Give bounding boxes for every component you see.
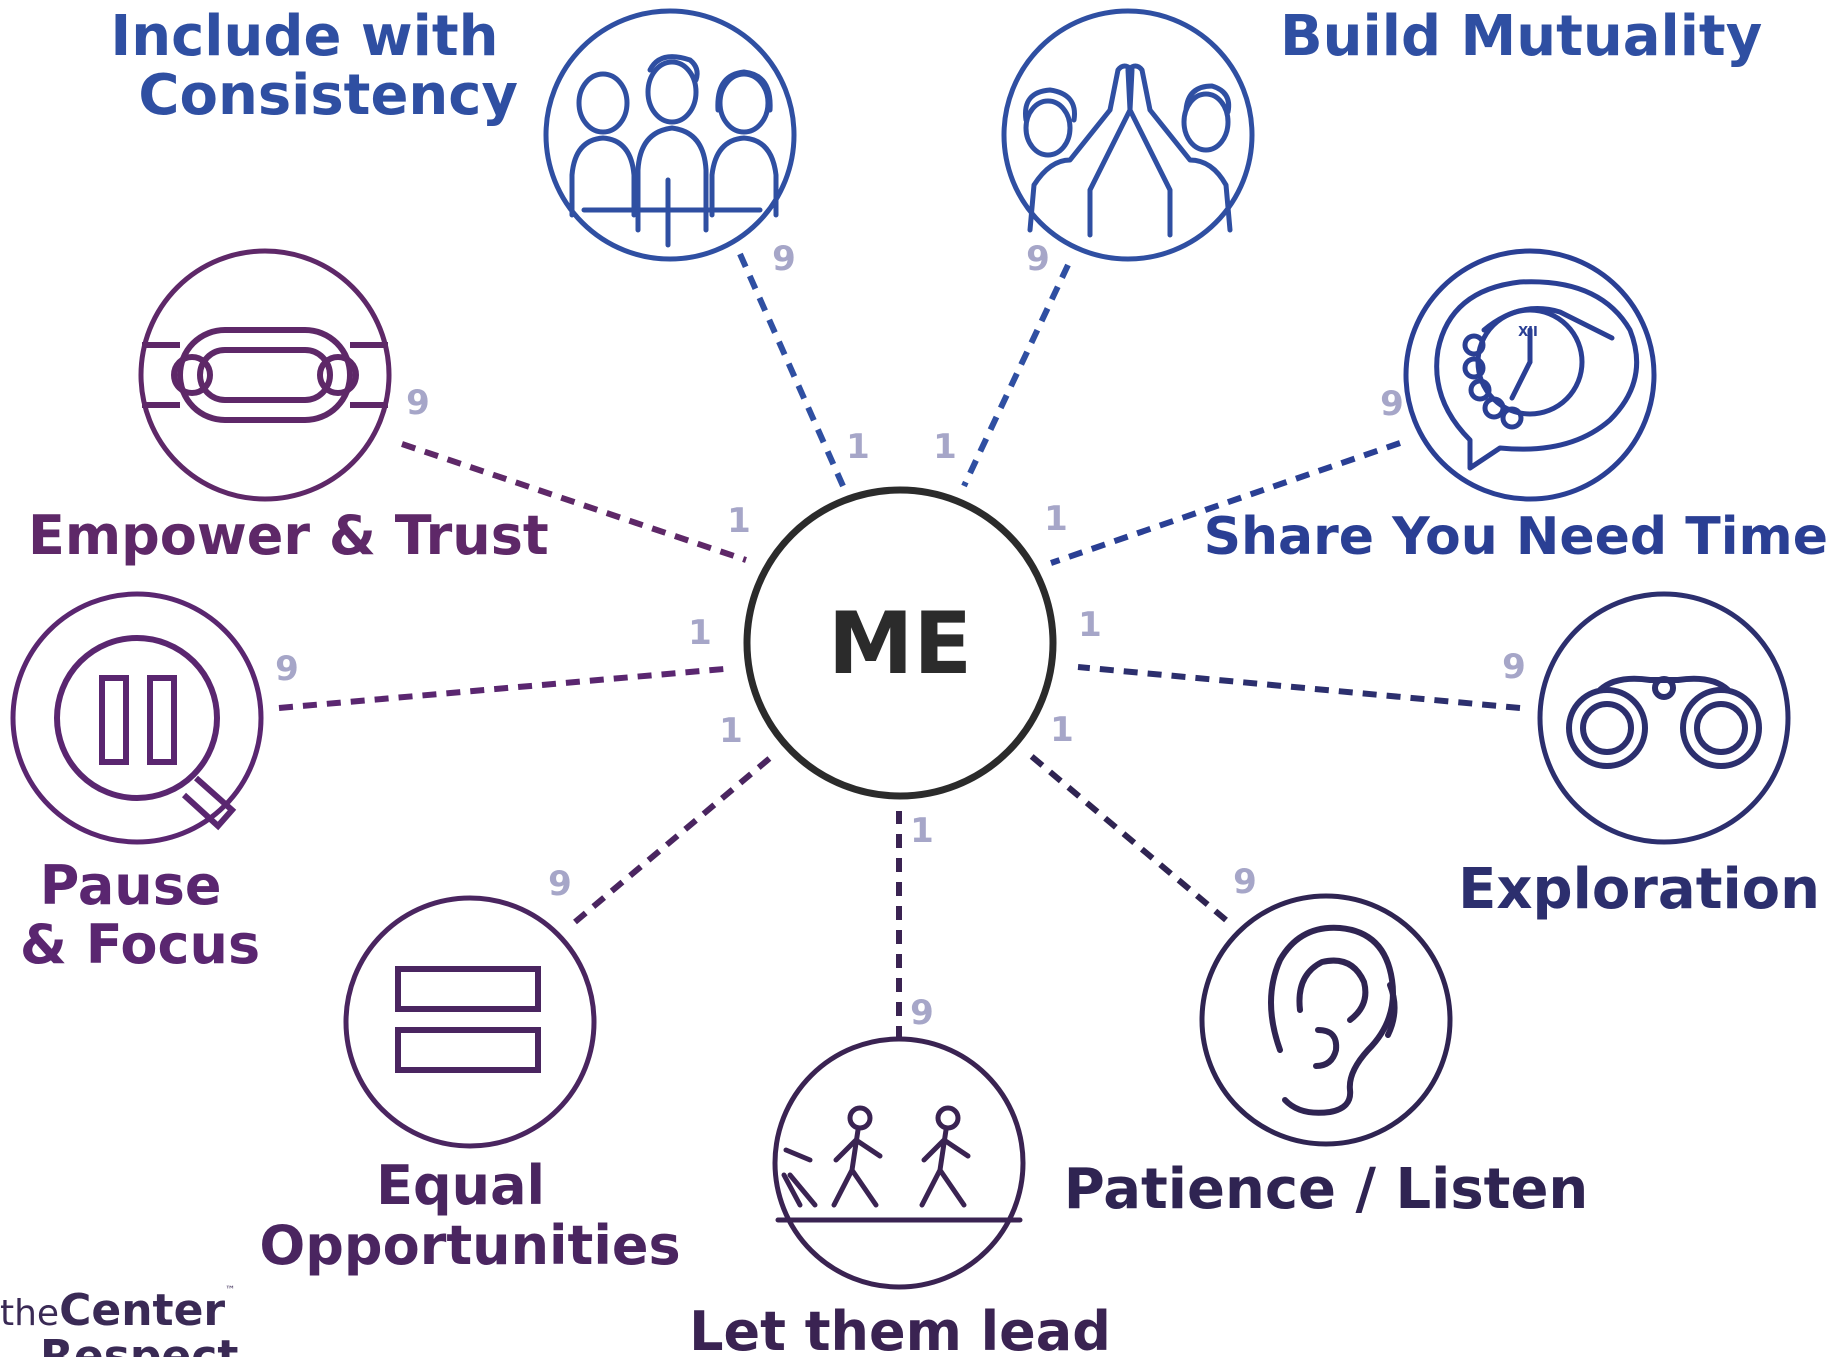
scale-outer-equal: 9 [548,864,572,904]
empower-title: Empower & Trust [28,504,549,567]
node-equal: Equal Opportunities [259,895,681,1277]
time-ring [1403,248,1657,502]
empower-ring [138,248,392,502]
scale-inner-lead: 1 [910,811,934,851]
exploration-ring [1537,591,1791,845]
exploration-title: Exploration [1458,857,1820,922]
scale-outer-exploration: 9 [1502,647,1526,687]
node-time: XII Share You Need Time [1204,248,1828,567]
scale-inner-pause: 1 [688,613,712,653]
ear-icon [1268,924,1398,1116]
equals-sign-icon [395,966,541,1073]
scale-inner-include: 1 [846,427,870,467]
scale-outer-numbers: 9 9 9 9 9 9 9 9 9 [275,239,1526,1033]
connector-lines [278,252,1521,1040]
scale-inner-equal: 1 [719,711,743,751]
connector-include [737,252,846,488]
scale-inner-patience: 1 [1050,710,1074,750]
svg-text:Equal Opportunities: Equal Opportunities [259,1154,680,1277]
lead-title: Let them lead [689,1300,1111,1357]
binoculars-icon [1566,675,1762,769]
connector-patience [1028,752,1228,923]
node-empower: Empower & Trust [28,248,549,567]
center-for-respect-logo: theCenter™ Respect [0,1285,300,1357]
lead-ring [772,1036,1026,1290]
logo-line-2: Respect [40,1331,239,1357]
walking-people-icon [775,1105,1023,1223]
mutuality-title: Build Mutuality [1280,4,1762,69]
scale-inner-empower: 1 [727,501,751,541]
connector-mutuality [961,263,1071,488]
scale-inner-mutuality: 1 [933,427,957,467]
svg-text:Pause & Focus: Pause & Focus [20,854,260,976]
patience-ring [1199,893,1453,1147]
node-exploration: Exploration [1458,591,1820,922]
include-title-line-1: Include with [110,4,498,69]
scale-outer-lead: 9 [910,993,934,1033]
logo-name: Center [59,1285,226,1336]
equal-ring [343,895,597,1149]
equal-title-line-1: Equal [376,1154,545,1217]
center-ring [743,486,1057,800]
time-title: Share You Need Time [1204,507,1828,567]
svg-text:Include with Consistency: Include with Consistency [110,4,518,128]
node-patience: Patience / Listen [1064,893,1589,1222]
pause-icon [54,635,237,831]
scale-inner-time: 1 [1044,499,1068,539]
pause-title-line-2: & Focus [20,913,260,976]
pause-title-line-1: Pause [40,854,222,917]
connector-empower [401,441,747,563]
scale-outer-time: 9 [1380,384,1404,424]
equal-title-line-2: Opportunities [259,1214,680,1277]
scale-outer-patience: 9 [1233,862,1257,902]
scale-outer-include: 9 [772,239,796,279]
connector-exploration [1077,664,1521,711]
center-label: ME [828,594,972,694]
patience-title: Patience / Listen [1064,1157,1589,1222]
include-title-line-2: Consistency [138,63,518,128]
logo-trademark: ™ [225,1285,236,1296]
node-lead: Let them lead [689,1036,1111,1357]
clock-speech-bubble-icon [1434,279,1640,471]
high-five-icon [1023,63,1233,238]
scale-outer-empower: 9 [406,383,430,423]
three-people-icon [569,54,779,248]
connector-equal [573,755,772,925]
scale-inner-numbers: 1 1 1 1 1 1 1 1 1 [688,427,1102,851]
scale-outer-pause: 9 [275,649,299,689]
node-pause: Pause & Focus [10,591,264,976]
clock-numeral: XII [1518,325,1538,340]
connector-time [1050,440,1401,566]
logo-prefix: the [0,1293,60,1334]
node-include: Include with Consistency [110,4,797,262]
mutuality-ring [1001,8,1255,262]
scale-outer-mutuality: 9 [1026,239,1050,279]
connector-pause [278,666,725,711]
node-mutuality: Build Mutuality [1001,4,1762,262]
scale-inner-exploration: 1 [1078,605,1102,645]
chain-link-icon [142,327,388,423]
